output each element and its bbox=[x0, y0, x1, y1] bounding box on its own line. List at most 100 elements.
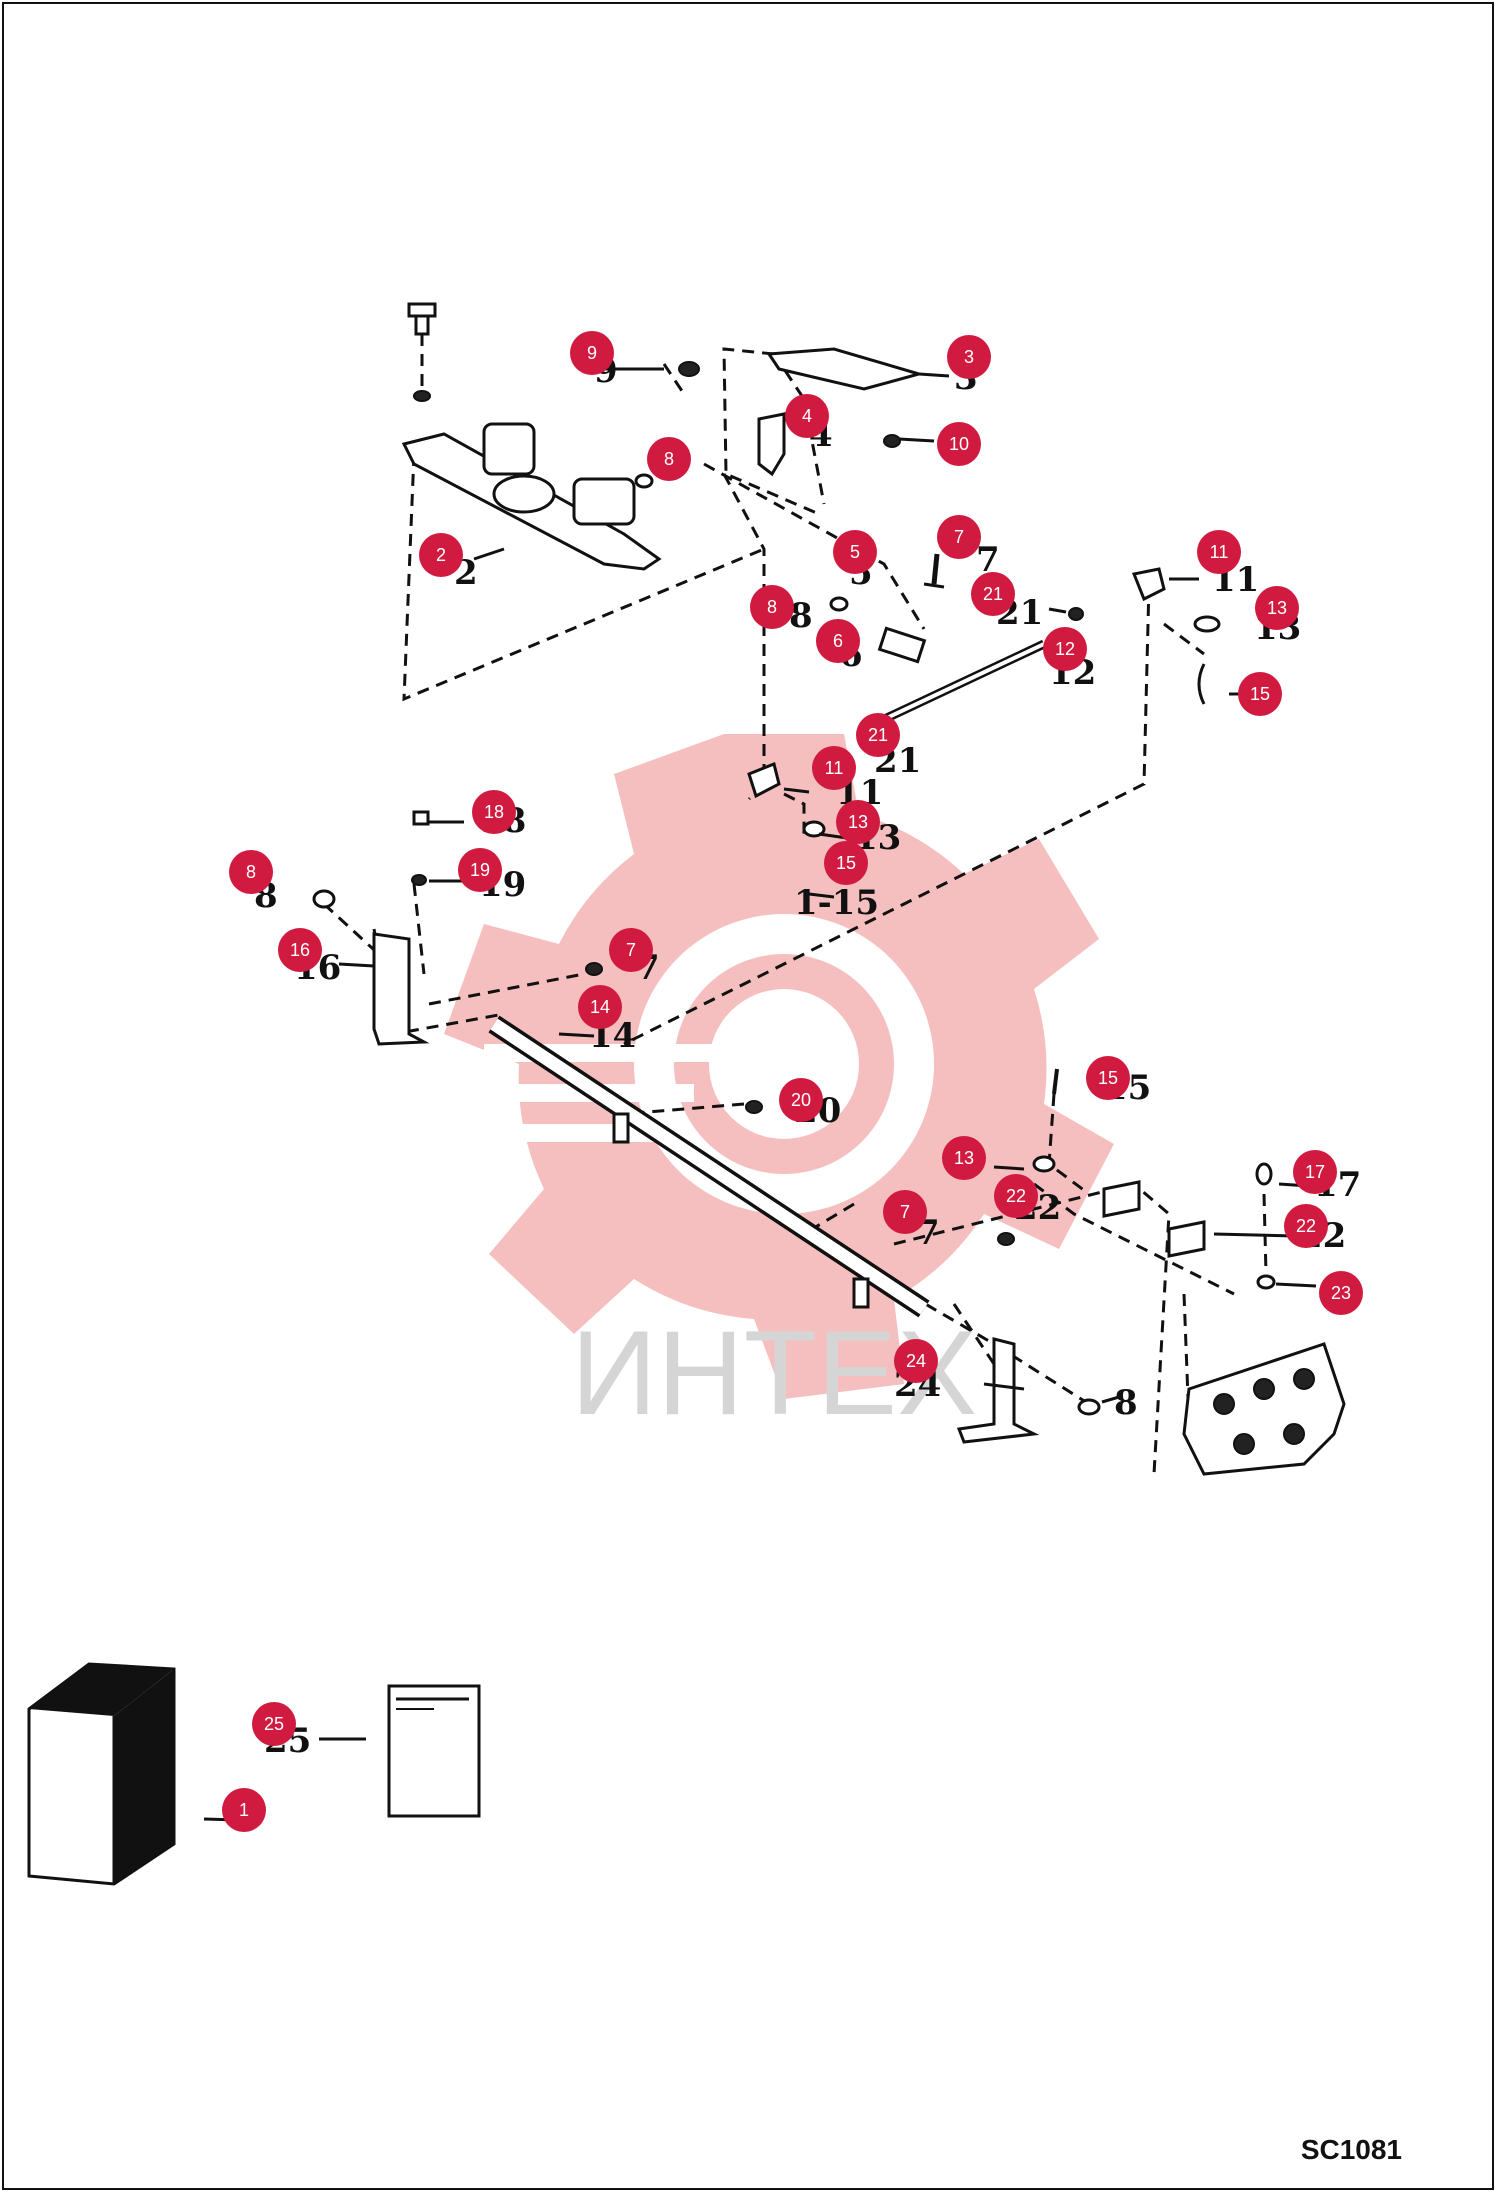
diagram-id: SC1081 bbox=[1300, 2134, 1402, 2165]
callout-label: 15 bbox=[1098, 1068, 1118, 1088]
callout-badge-25[interactable]: 25 bbox=[252, 1702, 296, 1746]
callout-badge-15[interactable]: 15 bbox=[824, 841, 868, 885]
callout-badge-10[interactable]: 10 bbox=[937, 422, 981, 466]
callout-label: 18 bbox=[484, 802, 504, 822]
callout-circle[interactable] bbox=[1043, 627, 1087, 671]
callout-circle[interactable] bbox=[222, 1788, 266, 1832]
callout-badge-24[interactable]: 24 bbox=[894, 1339, 938, 1383]
callout-badge-14[interactable]: 14 bbox=[578, 985, 622, 1029]
callout-circle[interactable] bbox=[1293, 1150, 1337, 1194]
callout-badge-13[interactable]: 13 bbox=[836, 800, 880, 844]
callout-circle[interactable] bbox=[937, 422, 981, 466]
part-14-shaft bbox=[488, 1015, 930, 1318]
callout-label: 21 bbox=[983, 584, 1003, 604]
callout-badge-15[interactable]: 15 bbox=[1238, 672, 1282, 716]
callout-circle[interactable] bbox=[1197, 530, 1241, 574]
callout-badge-4[interactable]: 4 bbox=[785, 394, 829, 438]
callout-circle[interactable] bbox=[971, 572, 1015, 616]
part-24-bracket bbox=[956, 1337, 1040, 1444]
callout-badge-17[interactable]: 17 bbox=[1293, 1150, 1337, 1194]
callout-badge-8[interactable]: 8 bbox=[647, 437, 691, 481]
callout-circle[interactable] bbox=[472, 790, 516, 834]
callout-label: 4 bbox=[802, 406, 812, 426]
callout-circle[interactable] bbox=[1319, 1271, 1363, 1315]
callout-badge-12[interactable]: 12 bbox=[1043, 627, 1087, 671]
callout-circle[interactable] bbox=[1238, 672, 1282, 716]
callout-circle[interactable] bbox=[942, 1136, 986, 1180]
callout-label: 17 bbox=[1305, 1162, 1325, 1182]
callout-circle[interactable] bbox=[647, 437, 691, 481]
callout-badge-8[interactable]: 8 bbox=[229, 850, 273, 894]
callout-badge-19[interactable]: 19 bbox=[458, 848, 502, 892]
callout-circle[interactable] bbox=[570, 331, 614, 375]
part-6-pin bbox=[877, 626, 927, 664]
callout-circle[interactable] bbox=[419, 533, 463, 577]
exploded-parts-diagram: ИНТЕХ bbox=[27, 302, 1363, 1886]
callout-badge-8[interactable]: 8 bbox=[750, 585, 794, 629]
callout-badge-7[interactable]: 7 bbox=[609, 928, 653, 972]
printed-number: 8 bbox=[789, 596, 813, 636]
callout-badge-9[interactable]: 9 bbox=[570, 331, 614, 375]
callout-badge-20[interactable]: 20 bbox=[779, 1078, 823, 1122]
callout-badge-13[interactable]: 13 bbox=[942, 1136, 986, 1180]
callout-label: 7 bbox=[954, 527, 964, 547]
callout-circle[interactable] bbox=[947, 335, 991, 379]
small-hardware bbox=[312, 361, 1276, 1416]
callout-badge-13[interactable]: 13 bbox=[1255, 586, 1299, 630]
callout-badge-5[interactable]: 5 bbox=[833, 530, 877, 574]
callout-circle[interactable] bbox=[1255, 586, 1299, 630]
callout-badge-15[interactable]: 15 bbox=[1086, 1056, 1130, 1100]
callout-circle[interactable] bbox=[883, 1190, 927, 1234]
callout-label: 12 bbox=[1055, 639, 1075, 659]
callout-circle[interactable] bbox=[937, 515, 981, 559]
callout-label: 25 bbox=[264, 1714, 284, 1734]
callout-circle[interactable] bbox=[229, 850, 273, 894]
callout-badge-7[interactable]: 7 bbox=[937, 515, 981, 559]
callout-badge-11[interactable]: 11 bbox=[812, 746, 856, 790]
callout-circle[interactable] bbox=[785, 394, 829, 438]
callout-label: 11 bbox=[825, 758, 844, 778]
callout-circle[interactable] bbox=[278, 928, 322, 972]
callout-circle[interactable] bbox=[833, 530, 877, 574]
callout-badge-7[interactable]: 7 bbox=[883, 1190, 927, 1234]
part-22-plates bbox=[1102, 1180, 1206, 1258]
callout-circle[interactable] bbox=[750, 585, 794, 629]
callout-circle[interactable] bbox=[824, 841, 868, 885]
callout-circle[interactable] bbox=[994, 1174, 1038, 1218]
callout-badge-1[interactable]: 1 bbox=[222, 1788, 266, 1832]
callout-badge-3[interactable]: 3 bbox=[947, 335, 991, 379]
callout-label: 6 bbox=[833, 631, 843, 651]
callout-circle[interactable] bbox=[779, 1078, 823, 1122]
callout-badge-22[interactable]: 22 bbox=[994, 1174, 1038, 1218]
callout-circle[interactable] bbox=[1284, 1204, 1328, 1248]
part-4-bracket bbox=[757, 412, 786, 477]
callout-label: 14 bbox=[590, 997, 610, 1017]
callout-circle[interactable] bbox=[836, 800, 880, 844]
callout-circle[interactable] bbox=[1086, 1056, 1130, 1100]
callout-circle[interactable] bbox=[252, 1702, 296, 1746]
callout-label: 16 bbox=[290, 940, 310, 960]
callout-badge-11[interactable]: 11 bbox=[1197, 530, 1241, 574]
callout-label: 9 bbox=[587, 343, 597, 363]
callout-label: 7 bbox=[626, 940, 636, 960]
callout-circle[interactable] bbox=[458, 848, 502, 892]
callout-circle[interactable] bbox=[894, 1339, 938, 1383]
callout-circle[interactable] bbox=[812, 746, 856, 790]
callout-circle[interactable] bbox=[856, 713, 900, 757]
callout-badge-23[interactable]: 23 bbox=[1319, 1271, 1363, 1315]
callout-badge-16[interactable]: 16 bbox=[278, 928, 322, 972]
part-12-rod bbox=[872, 639, 1046, 729]
callout-badge-21[interactable]: 21 bbox=[971, 572, 1015, 616]
callout-badge-22[interactable]: 22 bbox=[1284, 1204, 1328, 1248]
callout-badge-21[interactable]: 21 bbox=[856, 713, 900, 757]
callout-label: 8 bbox=[664, 449, 674, 469]
callout-badge-2[interactable]: 2 bbox=[419, 533, 463, 577]
callout-circle[interactable] bbox=[578, 985, 622, 1029]
part-25-manual bbox=[387, 1684, 481, 1818]
callout-circle[interactable] bbox=[816, 619, 860, 663]
callout-badge-6[interactable]: 6 bbox=[816, 619, 860, 663]
callout-label: 23 bbox=[1331, 1283, 1351, 1303]
callout-label: 13 bbox=[954, 1148, 974, 1168]
callout-badge-18[interactable]: 18 bbox=[472, 790, 516, 834]
callout-circle[interactable] bbox=[609, 928, 653, 972]
